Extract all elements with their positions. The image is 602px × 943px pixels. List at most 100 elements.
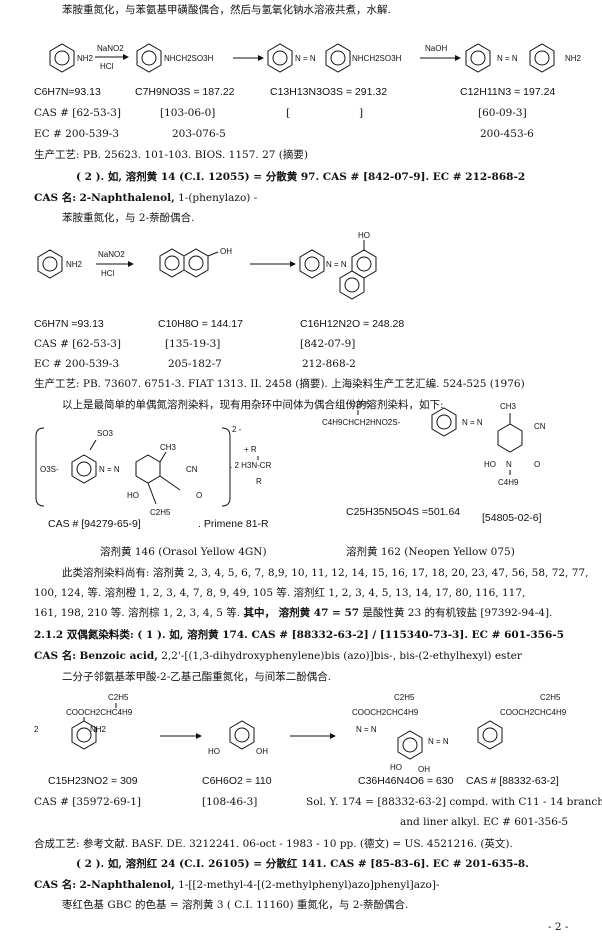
c2h5-label-5: C2H5 <box>540 693 561 702</box>
formula-sy174-1: C15H23NO2 = 309 <box>48 775 138 787</box>
c2h5-label-2: C2H5 <box>350 400 371 409</box>
cas-name-sr24: CAS 名: 2-Naphthalenol, 1-[[2-methyl-4-[(… <box>34 879 440 891</box>
o3s-label: O3S- <box>40 465 59 474</box>
heading-sr24: ( 2 ). 如, 溶剂红 24 (C.I. 26105) = 分散红 141.… <box>76 858 529 870</box>
plus-r-label: + R <box>244 445 257 454</box>
hcl-label: HCl <box>100 62 114 71</box>
c2h5-label-3: C2H5 <box>108 693 129 702</box>
nhch2so3h-label-2: NHCH2SO3H <box>352 54 402 63</box>
oh-label-2: OH <box>256 747 268 756</box>
intro-sy174: 二分子邻氨基苯甲酸-2-乙基己酯重氮化，与间苯二酚偶合. <box>62 671 332 683</box>
reaction-scheme-2: NH2 NaNO2 HCl OH N = N HO <box>37 231 377 300</box>
two-label: 2 <box>34 725 39 734</box>
formula-sy14-1: C6H7N =93.13 <box>34 318 104 330</box>
list-line-1: 此类溶剂染料尚有: 溶剂黄 2, 3, 4, 5, 6, 7, 8,9, 10,… <box>62 567 589 579</box>
hcl-label-2: HCl <box>101 269 115 278</box>
nh2-label: NH2 <box>77 54 94 63</box>
azo-label-4: N = N <box>99 465 120 474</box>
azo-label-2: N = N <box>497 54 518 63</box>
oh-label: OH <box>220 247 232 256</box>
formula-sy174-2: C6H6O2 = 110 <box>202 775 272 787</box>
reaction-scheme-1: NH2 NaNO2 HCl NHCH2SO3H N = N NHCH2SO3H … <box>49 43 582 73</box>
cas-sy14-2: [135-19-3] <box>165 338 221 350</box>
so3-label: SO3 <box>97 429 114 438</box>
cas-2: [103-06-0] <box>160 107 216 119</box>
charge-label: 2 - <box>232 425 242 434</box>
cas-name-sy174: CAS 名: Benzoic acid, 2,2'-[(1,3-dihydrox… <box>34 650 522 662</box>
o-label-2: O <box>534 460 540 469</box>
liner-alkyl: and liner alkyl. EC # 601-356-5 <box>400 816 569 828</box>
c2h5-label-4: C2H5 <box>394 693 415 702</box>
sulfonamide-chain-label: C4H9CHCH2HNO2S- <box>322 418 401 427</box>
intro-line-1: 苯胺重氮化，与苯氨基甲磺酸偶合，然后与氢氧化钠水溶液共煮，水解. <box>62 4 391 16</box>
process-sy14: 生产工艺: PB. 73607. 6751-3. FIAT 1313. II. … <box>34 378 525 390</box>
cas-4: [60-09-3] <box>478 107 527 119</box>
azo-label-5: N = N <box>462 418 483 427</box>
cas-sy174-3: Sol. Y. 174 = [88332-63-2] compd. with C… <box>306 796 602 808</box>
formula-3: C13H13N3O3S = 291.32 <box>270 86 388 98</box>
cn-label: CN <box>186 465 198 474</box>
ec-3: 200-453-6 <box>480 128 534 140</box>
formula-4: C12H11N3 = 197.24 <box>460 86 556 98</box>
list-line-3: 161, 198, 210 等. 溶剂棕 1, 2, 3, 4, 5 等. 其中… <box>34 607 553 619</box>
nh2-label-4: NH2 <box>90 725 107 734</box>
nano2-label: NaNO2 <box>97 44 124 53</box>
ec-2: 203-076-5 <box>172 128 226 140</box>
azo-label-3: N = N <box>326 260 347 269</box>
ho-label: HO <box>358 231 370 240</box>
cas-sy174-2: [108-46-3] <box>202 796 258 808</box>
nano2-label-2: NaNO2 <box>98 250 125 259</box>
note-heterocyclic: 以上是最简单的单偶氮溶剂染料，现有用杂环中间体为偶合组份的溶剂染料，如下: <box>62 399 444 411</box>
label-sy162: 溶剂黄 162 (Neopen Yellow 075) <box>346 546 515 558</box>
cas-sy174-1: CAS # [35972-69-1] <box>34 796 142 808</box>
process-sy174: 合成工艺: 参考文献. BASF. DE. 3212241. 06-oct - … <box>34 838 513 850</box>
naoh-label: NaOH <box>425 44 447 53</box>
ho-label-5: HO <box>390 763 402 772</box>
heading-sy14: ( 2 ). 如, 溶剂黄 14 (C.I. 12055) = 分散黄 97. … <box>76 171 526 183</box>
ester-label: COOCH2CHC4H9 <box>66 708 133 717</box>
cas-sy14-3: [842-07-9] <box>300 338 356 350</box>
reaction-scheme-3: 2 C2H5 COOCH2CHC4H9 NH2 HO OH C2H5 COOCH… <box>34 693 567 774</box>
cn-label-2: CN <box>534 422 546 431</box>
process-1: 生产工艺: PB. 25623. 101-103. BIOS. 1157. 27… <box>34 149 308 161</box>
structure-solvent-yellow-146: 2 - SO3 O3S- N = N CH3 CN HO O C2H5 + R … <box>35 425 272 517</box>
c2h5-label: C2H5 <box>150 508 171 517</box>
label-sy146: 溶剂黄 146 (Orasol Yellow 4GN) <box>100 546 267 558</box>
azo-label-6: N = N <box>356 725 377 734</box>
ester-label-2: COOCH2CHC4H9 <box>352 708 419 717</box>
cas-3-open: [ <box>286 107 291 119</box>
c4h9-label: C4H9 <box>498 478 519 487</box>
heading-disazo: 2.1.2 双偶氮染料类: ( 1 ). 如, 溶剂黄 174. CAS # [… <box>34 629 564 641</box>
cas-sy14-1: CAS # [62-53-3] <box>34 338 121 350</box>
formula-sy162: C25H35N5O4S =501.64 <box>346 506 461 518</box>
ch3-label-2: CH3 <box>500 402 517 411</box>
ec-sy14-3: 212-868-2 <box>302 358 356 370</box>
cas-sy146: CAS # [94279-65-9] <box>48 518 141 530</box>
nh2-label-3: NH2 <box>66 260 83 269</box>
ester-label-3: COOCH2CHC4H9 <box>500 708 567 717</box>
structure-solvent-yellow-162: C2H5 C4H9CHCH2HNO2S- N = N CH3 CN HO O N… <box>322 400 546 487</box>
formula-sy14-3: C16H12N2O = 248.28 <box>300 318 405 330</box>
primene-label: . Primene 81-R <box>198 518 269 530</box>
azo-label: N = N <box>295 54 316 63</box>
intro-sr24: 枣红色基 GBC 的色基 = 溶剂黄 3 ( C.I. 11160) 重氮化，与… <box>62 899 409 911</box>
nhch2so3h-label: NHCH2SO3H <box>164 54 214 63</box>
cas-1: CAS # [62-53-3] <box>34 107 121 119</box>
nh2-label-2: NH2 <box>565 54 582 63</box>
cas-3-close: ] <box>359 107 364 119</box>
ec-sy14-2: 205-182-7 <box>168 358 222 370</box>
azo-label-7: N = N <box>428 737 449 746</box>
ho-label-4: HO <box>208 747 220 756</box>
oh-label-3: OH <box>418 765 430 774</box>
formula-sy174-3: C36H46N4O6 = 630 <box>358 775 454 787</box>
formula-sy14-2: C10H8O = 144.17 <box>158 318 243 330</box>
r-label: R <box>256 477 262 486</box>
cas-sy162: [54805-02-6] <box>482 512 542 524</box>
list-line-2: 100, 124, 等. 溶剂橙 1, 2, 3, 4, 7, 8, 9, 49… <box>34 587 526 599</box>
ho-label-3: HO <box>484 460 496 469</box>
o-label: O <box>196 491 202 500</box>
ec-sy14-1: EC # 200-539-3 <box>34 358 120 370</box>
cas-sy174-product: CAS # [88332-63-2] <box>466 775 559 787</box>
amine-label: . 2 H3N-CR <box>230 461 272 470</box>
ec-1: EC # 200-539-3 <box>34 128 120 140</box>
